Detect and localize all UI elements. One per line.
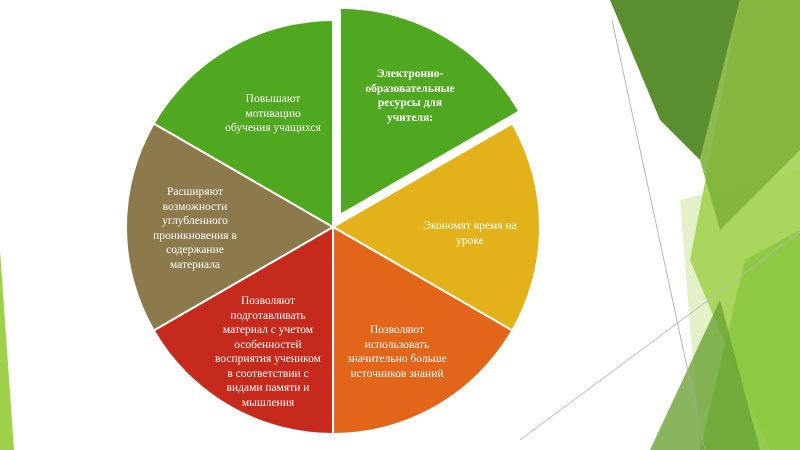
segment-resources: [339, 6, 521, 217]
deco-line-1: [611, 19, 706, 450]
segment-save-time: [331, 122, 541, 332]
left-edge-green-strip: [0, 250, 14, 450]
segment-label-deeper: Расширяют возможности углубленного прони…: [153, 186, 237, 271]
right-dark-facet: [610, 0, 740, 160]
segment-more-sources: [332, 225, 514, 436]
segment-label-more-sources: Позволяют использовать значительно больш…: [347, 324, 447, 380]
segment-motivation: [152, 18, 334, 229]
deco-line-2: [519, 231, 800, 441]
right-mid-facet: [700, 0, 800, 230]
segment-deeper: [125, 122, 335, 332]
segment-label-save-time: Экономят время на уроке: [423, 220, 517, 247]
right-lower-dark-facet: [650, 300, 760, 450]
segment-label-individual: Позволяют подготавливать материал с учет…: [215, 295, 321, 409]
segment-label-resources: Электронно- образовательные ресурсы для …: [365, 68, 455, 124]
segment-label-motivation: Повышают мотивацию обучения учащихся: [225, 93, 321, 134]
segment-individual: [152, 225, 334, 436]
